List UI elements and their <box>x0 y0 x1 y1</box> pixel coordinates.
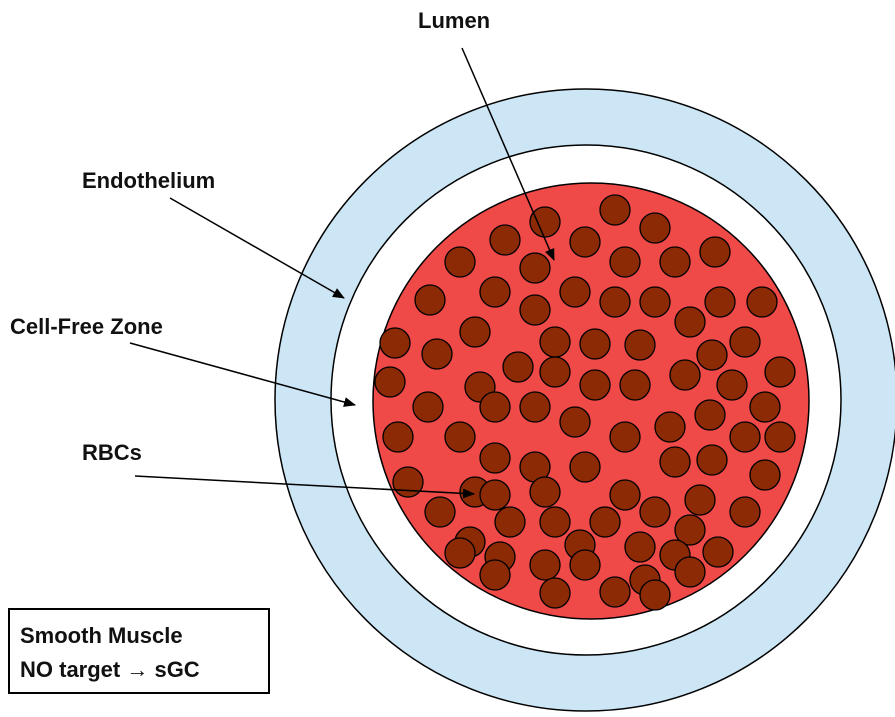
rbc-cell <box>703 537 733 567</box>
rbc-cell <box>610 247 640 277</box>
rbc-cell <box>560 407 590 437</box>
rbc-cell <box>685 485 715 515</box>
rbc-cell <box>640 580 670 610</box>
rbc-cell <box>750 460 780 490</box>
rbc-cell <box>540 507 570 537</box>
smooth-muscle-legend-box: Smooth Muscle NO target → sGC <box>8 608 270 694</box>
rbc-cell <box>765 357 795 387</box>
rbc-cell <box>540 327 570 357</box>
rbc-cell <box>610 480 640 510</box>
rbc-cell <box>580 370 610 400</box>
rbc-cell <box>640 497 670 527</box>
rbc-cell <box>675 307 705 337</box>
rbc-cell <box>383 422 413 452</box>
rbc-cell <box>730 422 760 452</box>
rbc-cell <box>425 497 455 527</box>
rbc-cell <box>570 227 600 257</box>
rbc-cell <box>520 295 550 325</box>
rbc-cell <box>480 480 510 510</box>
rbc-cell <box>540 357 570 387</box>
rbc-cell <box>750 392 780 422</box>
rbc-cell <box>600 195 630 225</box>
rbc-cell <box>490 225 520 255</box>
rbc-cell <box>580 329 610 359</box>
rbc-cell <box>560 277 590 307</box>
rbc-cell <box>590 507 620 537</box>
rbc-cell <box>540 578 570 608</box>
rbc-cell <box>620 370 650 400</box>
rbc-cell <box>610 422 640 452</box>
rbc-cell <box>520 253 550 283</box>
rbc-cell <box>600 287 630 317</box>
rbc-cell <box>640 213 670 243</box>
rbc-cell <box>445 422 475 452</box>
rbc-cell <box>655 412 685 442</box>
rbc-cell <box>705 287 735 317</box>
label-cell-free-zone: Cell-Free Zone <box>10 314 163 339</box>
rbc-cell <box>747 287 777 317</box>
rbc-cell <box>675 557 705 587</box>
rbc-cell <box>570 550 600 580</box>
rbc-cell <box>530 207 560 237</box>
rbc-cell <box>380 328 410 358</box>
rbc-cell <box>660 247 690 277</box>
rbc-cell <box>530 550 560 580</box>
rbc-cell <box>765 422 795 452</box>
rbc-cell <box>570 452 600 482</box>
rbc-cell <box>530 477 560 507</box>
rbc-cell <box>503 352 533 382</box>
label-endothelium: Endothelium <box>82 168 215 193</box>
rbc-cell <box>625 330 655 360</box>
legend-line-smooth-muscle: Smooth Muscle <box>20 619 258 653</box>
rbc-cell <box>695 400 725 430</box>
rbc-cell <box>730 497 760 527</box>
rbc-cell <box>445 247 475 277</box>
rbc-cell <box>393 467 423 497</box>
rbc-cell <box>625 532 655 562</box>
rbc-cell <box>480 392 510 422</box>
rbc-cell <box>495 507 525 537</box>
rbc-cell <box>697 340 727 370</box>
rbc-cell <box>415 285 445 315</box>
rbc-cell <box>700 237 730 267</box>
rbc-cell <box>422 339 452 369</box>
rbc-cell <box>520 392 550 422</box>
rbc-cell <box>660 447 690 477</box>
rbc-cell <box>697 445 727 475</box>
label-rbcs: RBCs <box>82 440 142 465</box>
rbc-cell <box>480 443 510 473</box>
rbc-cell <box>460 317 490 347</box>
rbc-cell <box>445 538 475 568</box>
rbc-cell <box>413 392 443 422</box>
rbc-cell <box>480 277 510 307</box>
label-lumen: Lumen <box>418 8 490 33</box>
rbc-cell <box>600 577 630 607</box>
rbc-cell <box>730 327 760 357</box>
rbc-cell <box>375 367 405 397</box>
legend-line-no-target: NO target → sGC <box>20 653 258 687</box>
rbc-cell <box>717 370 747 400</box>
rbc-cell <box>670 360 700 390</box>
rbc-cell <box>640 287 670 317</box>
rbc-cell <box>480 560 510 590</box>
